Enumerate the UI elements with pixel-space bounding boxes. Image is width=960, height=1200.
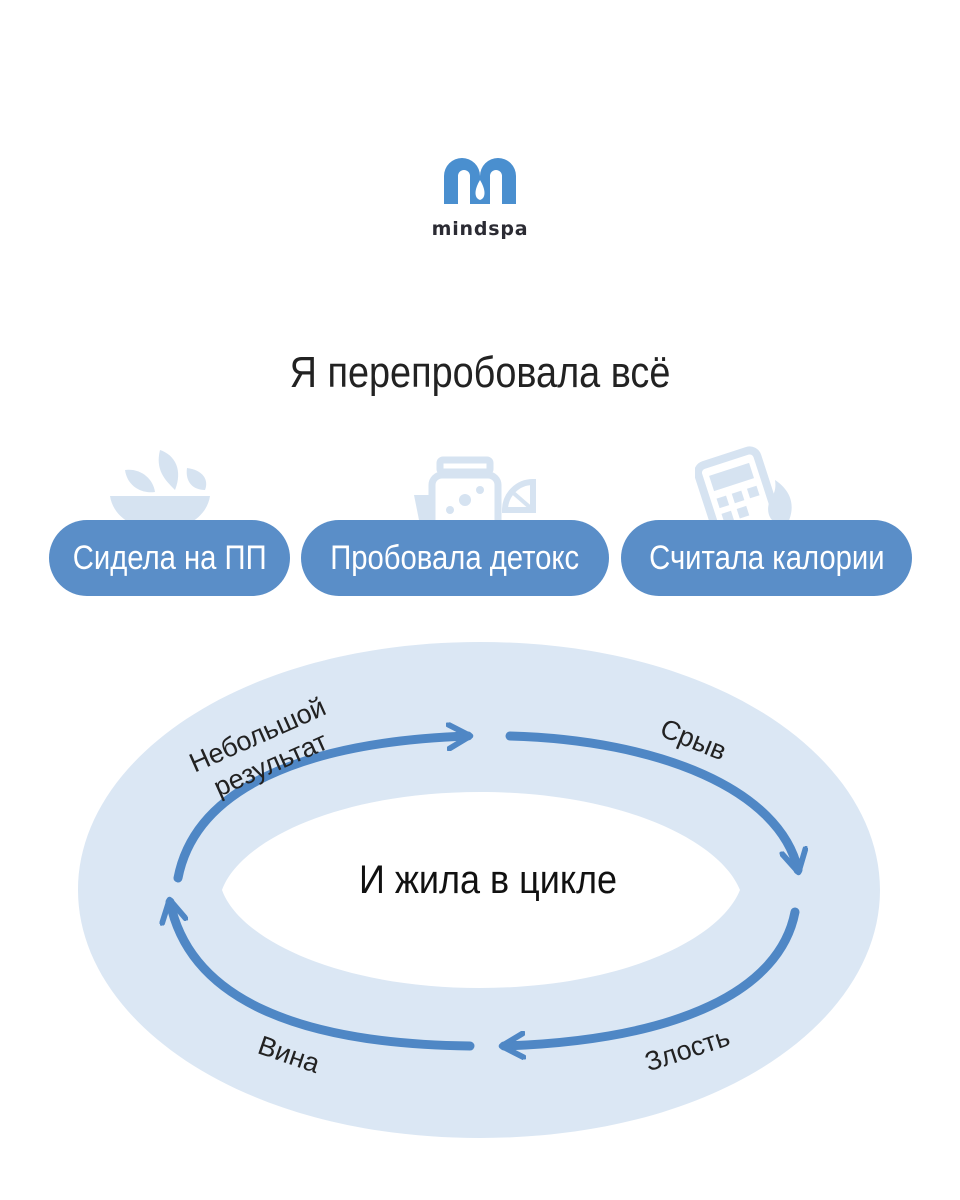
method-pill-calories: Считала калории — [621, 520, 912, 596]
mindspa-logo-icon — [444, 158, 516, 204]
method-label: Считала калории — [648, 538, 885, 577]
calculator-icon — [695, 446, 792, 530]
method-label: Сидела на ПП — [72, 538, 267, 577]
arrow-anger-to-guilt — [504, 907, 800, 1046]
method-pill-detox: Пробовала детокс — [301, 520, 609, 596]
method-label: Пробовала детокс — [330, 538, 580, 577]
method-pill-diet: Сидела на ПП — [49, 520, 290, 596]
arrow-breakdown-to-anger — [505, 731, 798, 870]
cycle-center-label: И жила в цикле — [359, 858, 617, 902]
page-title: Я перепробовала всё — [289, 348, 671, 397]
brand-logo: mindspa — [0, 150, 960, 240]
arrow-result-to-breakdown — [173, 736, 468, 883]
detox-jar-icon — [414, 456, 536, 535]
cycle-diagram: И жила в цикле Небольшой результат Срыв … — [78, 642, 880, 1138]
brand-name: mindspa — [431, 218, 529, 240]
bowl-leaves-icon — [110, 450, 210, 530]
arrow-guilt-to-result — [170, 902, 475, 1051]
